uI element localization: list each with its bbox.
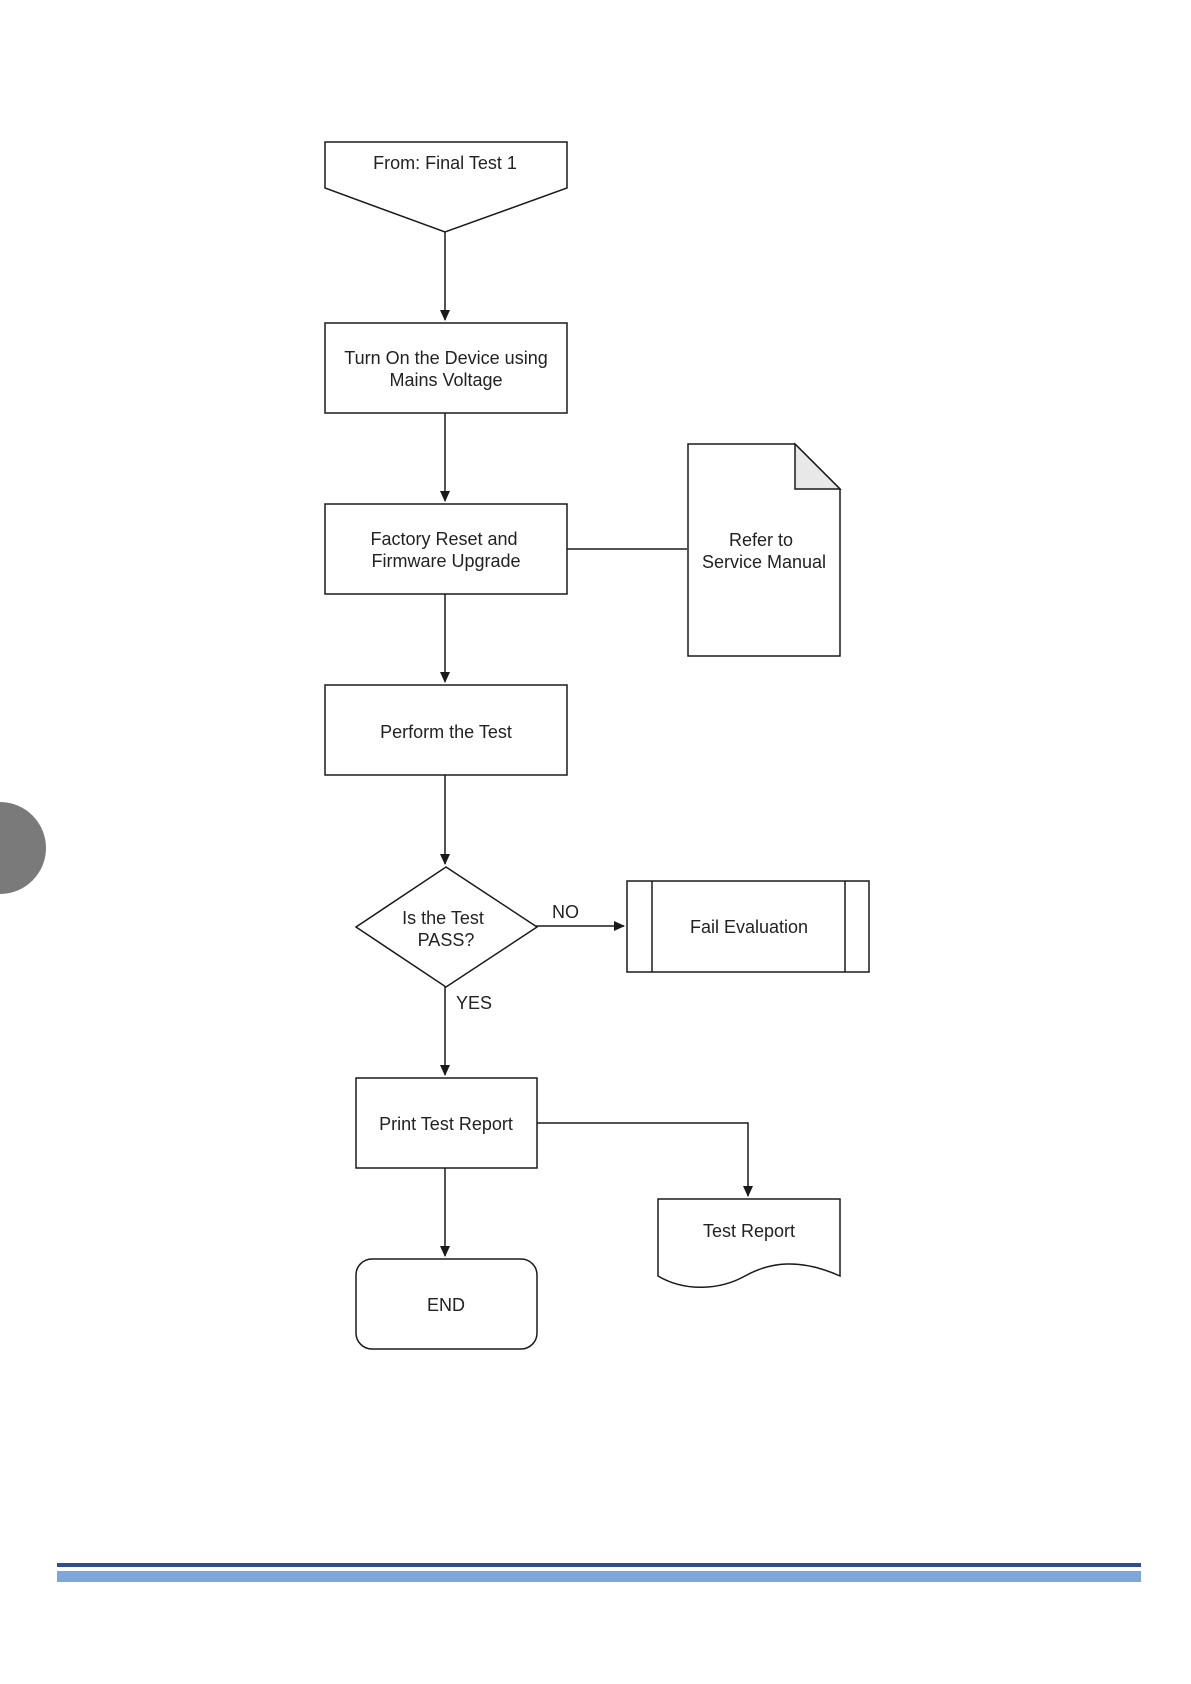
- node-turn-on-label-line1: Turn On the Device using: [344, 348, 547, 368]
- edge-label-yes: YES: [456, 993, 492, 1013]
- node-factory-reset-label-line2: Firmware Upgrade: [371, 551, 520, 571]
- edge-print-report-to-test-report: [536, 1123, 748, 1196]
- node-factory-reset-process: Factory Reset and Firmware Upgrade: [325, 504, 567, 594]
- node-decision-diamond: Is the Test PASS?: [356, 867, 537, 987]
- node-perform-test-process: Perform the Test: [325, 685, 567, 775]
- node-turn-on-label-line2: Mains Voltage: [389, 370, 502, 390]
- node-fail-evaluation-predefined-process: Fail Evaluation: [627, 881, 869, 972]
- node-print-report-label: Print Test Report: [379, 1114, 513, 1134]
- node-decision-label-line1: Is the Test: [402, 908, 484, 928]
- node-factory-reset-label-line1: Factory Reset and: [370, 529, 517, 549]
- footer-rule-dark: [57, 1563, 1141, 1567]
- node-service-manual-document: Refer to Service Manual: [688, 444, 840, 656]
- node-test-report-label: Test Report: [703, 1221, 795, 1241]
- node-fail-evaluation-label: Fail Evaluation: [690, 917, 808, 937]
- document-fold-corner: [795, 444, 840, 489]
- node-perform-test-label: Perform the Test: [380, 722, 512, 742]
- node-turn-on-process: Turn On the Device using Mains Voltage: [325, 323, 567, 413]
- node-end-terminator: END: [356, 1259, 537, 1349]
- side-tab: [0, 802, 46, 894]
- node-service-manual-label-line2: Service Manual: [702, 552, 826, 572]
- node-print-report-process: Print Test Report: [356, 1078, 537, 1168]
- edge-label-no: NO: [552, 902, 579, 922]
- node-start-label: From: Final Test 1: [373, 153, 517, 173]
- node-service-manual-label-line1: Refer to: [729, 530, 793, 550]
- node-test-report-document: Test Report: [658, 1199, 840, 1287]
- node-decision-label-line2: PASS?: [418, 930, 475, 950]
- footer-rule-light: [57, 1571, 1141, 1582]
- node-start-offpage-connector: From: Final Test 1: [325, 142, 567, 232]
- node-end-label: END: [427, 1295, 465, 1315]
